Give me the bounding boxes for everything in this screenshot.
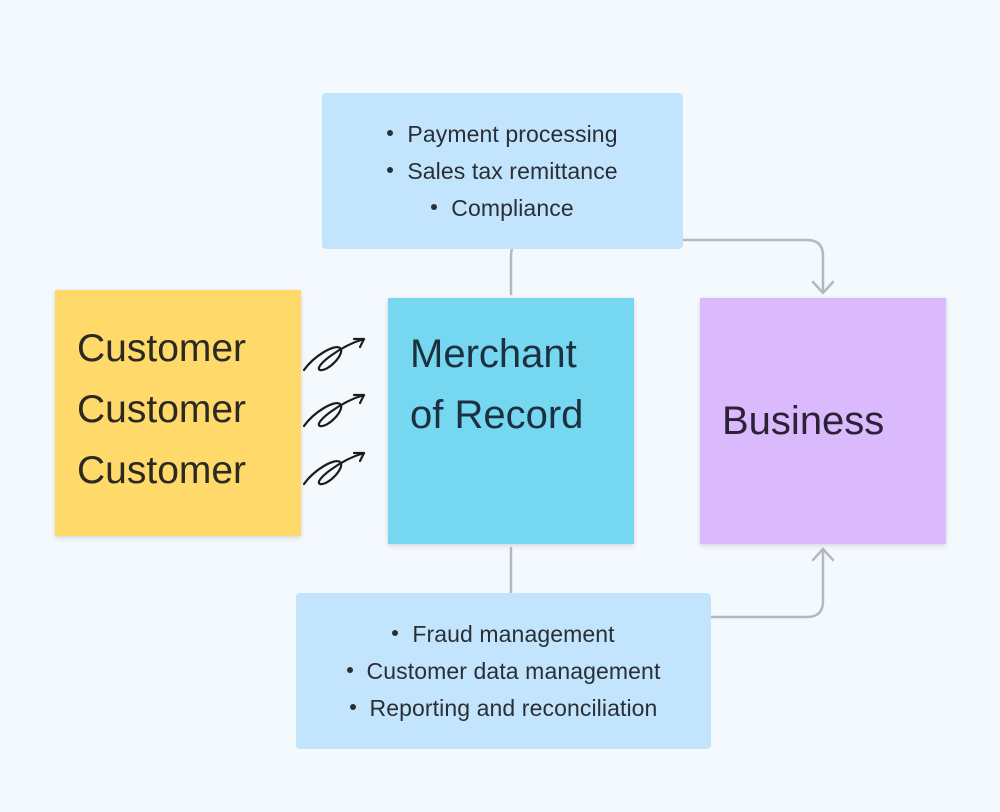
top-services-list: Payment processing Sales tax remittance …: [387, 116, 618, 227]
merchant-of-record-sticky-note[interactable]: Merchant of Record: [388, 298, 634, 544]
list-item: Sales tax remittance: [387, 153, 618, 190]
bullet-icon: [431, 204, 438, 211]
list-item: Compliance: [387, 190, 617, 227]
customer-sticky-note[interactable]: Customer Customer Customer: [55, 290, 301, 536]
merchant-of-record-label-line: Merchant: [410, 332, 577, 376]
business-sticky-note[interactable]: Business: [700, 298, 946, 544]
top-services-box[interactable]: Payment processing Sales tax remittance …: [322, 93, 683, 249]
merchant-of-record-label-line: of Record: [410, 393, 584, 437]
list-item: Payment processing: [387, 116, 617, 153]
customer-label: Customer: [77, 449, 247, 492]
customer-label: Customer: [77, 327, 247, 370]
hand-drawn-arrow-icon: [302, 337, 366, 372]
list-item: Reporting and reconciliation: [347, 690, 661, 727]
hand-drawn-arrow-icon: [302, 393, 366, 428]
top-connector-arrowhead-icon: [811, 280, 835, 295]
customer-label: Customer: [77, 388, 247, 431]
bullet-icon: [387, 167, 394, 174]
hand-drawn-arrow-icon: [302, 451, 366, 486]
bullet-icon: [392, 630, 399, 637]
bullet-icon: [387, 130, 394, 137]
list-item: Fraud management: [347, 616, 661, 653]
bottom-services-list: Fraud management Customer data managemen…: [346, 616, 661, 727]
business-label: Business: [722, 398, 885, 443]
list-item: Customer data management: [346, 653, 661, 690]
bottom-services-box[interactable]: Fraud management Customer data managemen…: [296, 593, 711, 749]
bullet-icon: [346, 667, 353, 674]
bottom-connector-arrowhead-icon: [811, 547, 835, 562]
bullet-icon: [349, 704, 356, 711]
